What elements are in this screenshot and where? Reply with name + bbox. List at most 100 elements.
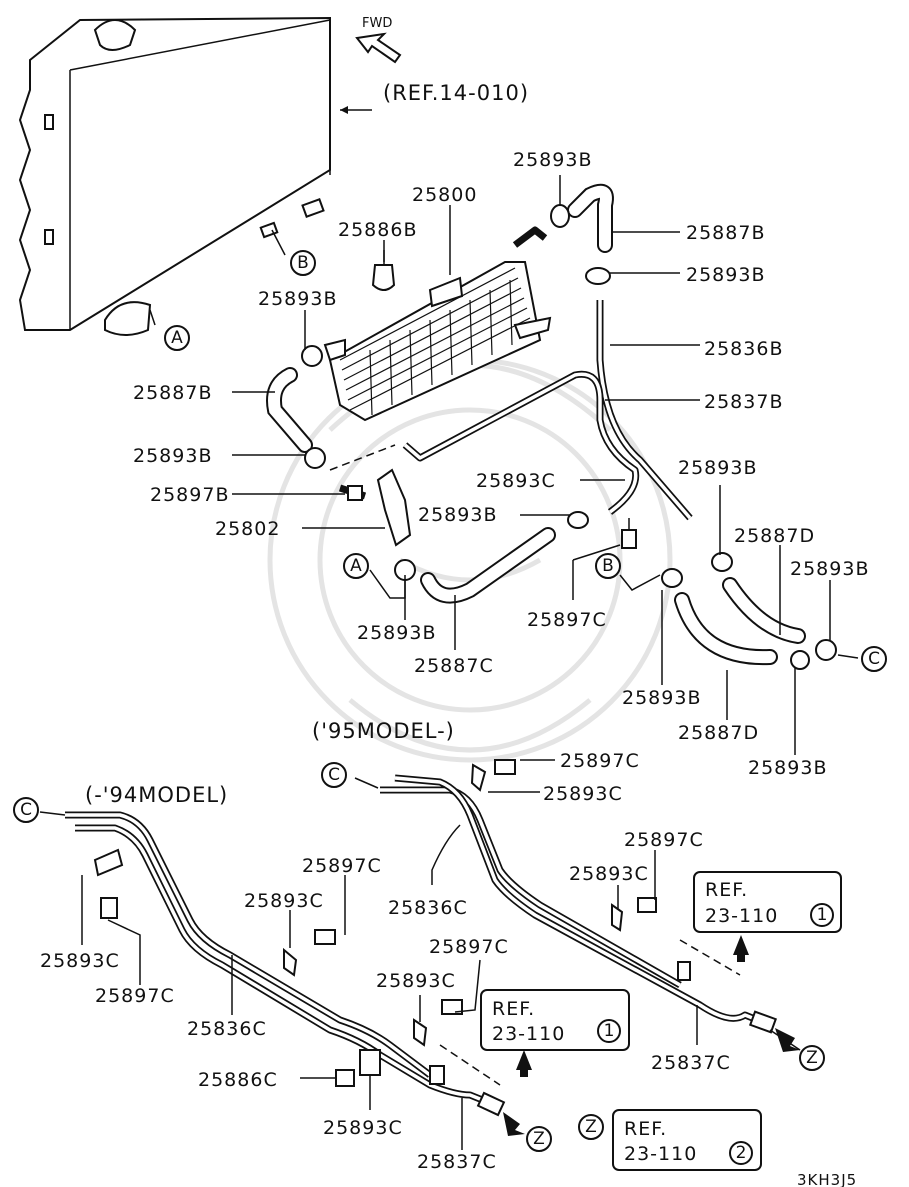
part-label: 25836C bbox=[388, 897, 468, 919]
part-label: 25893B bbox=[133, 445, 212, 467]
ref-box-94: REF. 23-110 1 bbox=[480, 989, 630, 1051]
part-label: 25887C bbox=[414, 655, 494, 677]
part-label: 25886B bbox=[338, 219, 417, 241]
part-label: 25893C bbox=[244, 890, 324, 912]
svg-text:REF.: REF. bbox=[492, 998, 535, 1020]
bolt-25897c-mid bbox=[621, 518, 637, 549]
tube-25837c-94 bbox=[75, 824, 497, 1109]
part-label: 25893C bbox=[323, 1117, 403, 1139]
part-label: 25897C bbox=[527, 609, 607, 631]
part-label: 25893C bbox=[569, 863, 649, 885]
ref-box-95: REF. 23-110 1 bbox=[693, 871, 842, 933]
diagram-code: 3KH3J5 bbox=[797, 1171, 857, 1187]
part-label: 25887D bbox=[678, 722, 759, 744]
up-arrow-icon bbox=[733, 935, 749, 962]
up-arrow-icon bbox=[516, 1050, 532, 1077]
leader-lines-upper bbox=[149, 175, 859, 755]
part-label: 25893B bbox=[513, 149, 592, 171]
part-label: 25893B bbox=[678, 457, 757, 479]
part-label: 25897C bbox=[624, 829, 704, 851]
svg-text:C: C bbox=[868, 649, 880, 669]
svg-text:REF.: REF. bbox=[624, 1118, 667, 1140]
radiator bbox=[18, 16, 331, 336]
part-label: 25893B bbox=[357, 622, 436, 644]
model-95-label: ('95MODEL-) bbox=[312, 719, 455, 743]
marker-z-95: Z bbox=[799, 1045, 825, 1071]
marker-a-bracket: A bbox=[343, 553, 369, 579]
svg-text:A: A bbox=[350, 556, 362, 576]
hose-25887b-right bbox=[567, 183, 614, 253]
svg-text:B: B bbox=[297, 253, 309, 273]
tube-25836c-95 bbox=[380, 786, 682, 989]
part-label: 25893C bbox=[376, 970, 456, 992]
svg-text:1: 1 bbox=[604, 1021, 615, 1041]
marker-b-radiator: B bbox=[290, 250, 316, 276]
part-label: 25836C bbox=[187, 1018, 267, 1040]
fitting-94 bbox=[429, 1065, 525, 1136]
part-label: 25897C bbox=[302, 855, 382, 877]
part-label: 25897C bbox=[560, 750, 640, 772]
part-label: 25893B bbox=[622, 687, 701, 709]
svg-text:Z: Z bbox=[585, 1117, 597, 1137]
svg-text:23-110: 23-110 bbox=[624, 1143, 697, 1165]
model-94-label: (-'94MODEL) bbox=[85, 783, 228, 807]
svg-text:23-110: 23-110 bbox=[705, 905, 778, 927]
dashed-link-95 bbox=[679, 939, 741, 976]
part-label: 25893B bbox=[418, 504, 497, 526]
part-label: 25893B bbox=[790, 558, 869, 580]
svg-text:C: C bbox=[328, 765, 340, 785]
tube-25837b bbox=[402, 370, 640, 515]
dashed-link-upper bbox=[329, 444, 396, 471]
part-label: 25837C bbox=[651, 1052, 731, 1074]
marker-c-94: C bbox=[13, 797, 39, 823]
clamp-group bbox=[301, 204, 837, 670]
marker-b-hose: B bbox=[595, 553, 621, 579]
part-label: 25893B bbox=[748, 757, 827, 779]
svg-text:A: A bbox=[171, 328, 183, 348]
part-label: 25897C bbox=[429, 936, 509, 958]
part-label: 25802 bbox=[215, 518, 280, 540]
part-label: 25893C bbox=[476, 470, 556, 492]
tube-25837c-95 bbox=[394, 774, 772, 1029]
fwd-label: FWD bbox=[362, 16, 392, 31]
marker-z-ref: Z bbox=[578, 1114, 604, 1140]
tube-25836b bbox=[596, 300, 693, 521]
part-label: 25893B bbox=[686, 264, 765, 286]
svg-text:23-110: 23-110 bbox=[492, 1023, 565, 1045]
part-label: 25893C bbox=[40, 950, 120, 972]
tube-25836c-94 bbox=[65, 811, 433, 1078]
svg-text:1: 1 bbox=[817, 905, 828, 925]
fitting-95 bbox=[677, 961, 800, 1052]
part-label: 25887B bbox=[686, 222, 765, 244]
part-label: 25887D bbox=[734, 525, 815, 547]
svg-text:Z: Z bbox=[806, 1048, 818, 1068]
bracket-25802 bbox=[338, 468, 412, 547]
part-label: 25897B bbox=[150, 484, 229, 506]
part-label: 25886C bbox=[198, 1069, 278, 1091]
part-label: 25837C bbox=[417, 1151, 497, 1173]
marker-c-hose: C bbox=[861, 646, 887, 672]
part-label: 25893C bbox=[543, 783, 623, 805]
hose-25887c bbox=[420, 527, 556, 604]
clips-94 bbox=[93, 848, 463, 1087]
svg-text:B: B bbox=[602, 556, 614, 576]
ref-box-z: REF. 23-110 2 bbox=[612, 1109, 762, 1171]
part-label: 25836B bbox=[704, 338, 783, 360]
svg-text:2: 2 bbox=[736, 1143, 747, 1163]
part-label: 25893B bbox=[258, 288, 337, 310]
part-label: 25837B bbox=[704, 391, 783, 413]
hose-25887d bbox=[674, 577, 806, 666]
svg-text:REF.: REF. bbox=[705, 879, 748, 901]
leader-lines-lower bbox=[39, 759, 801, 1150]
svg-text:Z: Z bbox=[533, 1129, 545, 1149]
marker-z-94: Z bbox=[526, 1126, 552, 1152]
part-label: 25897C bbox=[95, 985, 175, 1007]
marker-a-radiator: A bbox=[164, 325, 190, 351]
svg-text:C: C bbox=[20, 800, 32, 820]
fwd-arrow: FWD bbox=[355, 16, 402, 64]
part-label: 25887B bbox=[133, 382, 212, 404]
hose-25887b-left bbox=[266, 367, 313, 453]
oil-cooler bbox=[323, 226, 552, 422]
part-label: 25800 bbox=[412, 184, 477, 206]
